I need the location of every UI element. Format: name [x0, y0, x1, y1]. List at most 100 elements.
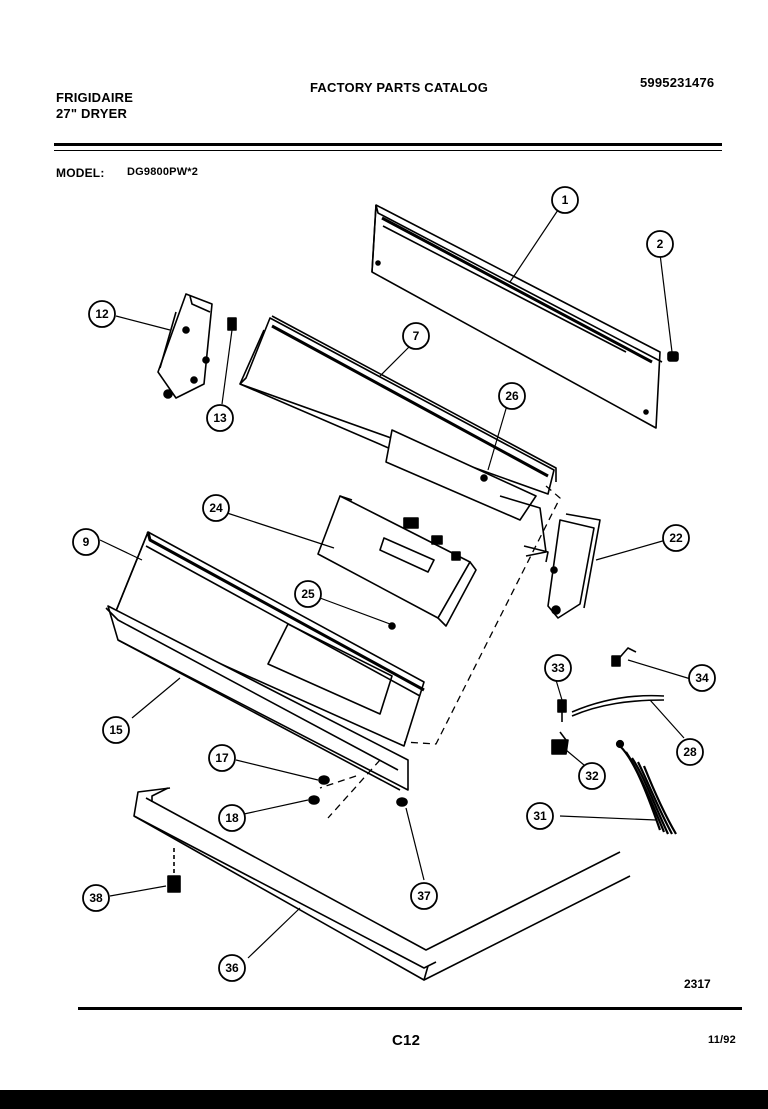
callout-label: 13 [213, 411, 227, 425]
callout-15: 15 [102, 716, 130, 744]
callout-circle [688, 664, 716, 692]
callout-25: 25 [294, 580, 322, 608]
callout-32: 32 [578, 762, 606, 790]
part-13-clip [227, 317, 237, 331]
part-36-base-frame [133, 787, 631, 981]
callout-label: 25 [301, 587, 315, 601]
model-label: MODEL: [56, 166, 105, 180]
part-18-screw [308, 795, 320, 805]
footer-rule [78, 1007, 742, 1010]
callout-circle [662, 524, 690, 552]
callout-label: 17 [215, 751, 229, 765]
callout-circle [544, 654, 572, 682]
callout-34: 34 [688, 664, 716, 692]
callout-circle [82, 884, 110, 912]
part-38-leveling-foot [167, 848, 181, 893]
part-22-right-bracket [547, 513, 601, 619]
part-9-front-panel [113, 531, 425, 747]
header-rule-thin [54, 150, 722, 151]
callout-label: 7 [413, 329, 420, 343]
callout-28: 28 [676, 738, 704, 766]
part-25-screw [388, 622, 396, 630]
callout-24: 24 [202, 494, 230, 522]
callout-circle [88, 300, 116, 328]
callout-label: 32 [585, 769, 599, 783]
callout-circle [218, 954, 246, 982]
page-code: C12 [392, 1032, 421, 1049]
callout-31: 31 [526, 802, 554, 830]
callout-label: 12 [95, 307, 109, 321]
callout-circle [526, 802, 554, 830]
part-17-screw [318, 775, 330, 785]
part-37-screw [396, 797, 408, 807]
callout-label: 28 [683, 745, 697, 759]
part-2-screw [667, 351, 679, 362]
leader-lines [99, 209, 695, 959]
callout-circle [218, 804, 246, 832]
callout-12: 12 [88, 300, 116, 328]
callout-33: 33 [544, 654, 572, 682]
callout-label: 15 [109, 723, 123, 737]
callout-label: 26 [505, 389, 519, 403]
header-rule [54, 143, 722, 146]
callout-17: 17 [208, 744, 236, 772]
callout-label: 22 [669, 531, 683, 545]
callout-circle [410, 882, 438, 910]
callout-circle [206, 404, 234, 432]
callout-circle [72, 528, 100, 556]
callout-26: 26 [498, 382, 526, 410]
callout-circle [676, 738, 704, 766]
part-32-clamp [551, 731, 569, 755]
callout-label: 1 [562, 193, 569, 207]
callout-9: 9 [72, 528, 100, 556]
catalog-number: 5995231476 [640, 75, 715, 90]
callout-label: 33 [551, 661, 565, 675]
callout-label: 9 [83, 535, 90, 549]
callout-circle [202, 494, 230, 522]
assembly-dashed-lines [319, 485, 561, 819]
part-28-wire [571, 694, 665, 717]
part-34-clip [611, 647, 637, 667]
drawing-number: 2317 [684, 977, 711, 991]
callout-2: 2 [646, 230, 674, 258]
brand-name: FRIGIDAIRE [56, 90, 134, 105]
callout-36: 36 [218, 954, 246, 982]
callout-circle [402, 322, 430, 350]
callout-label: 31 [533, 809, 547, 823]
callout-38: 38 [82, 884, 110, 912]
callout-circle [102, 716, 130, 744]
callout-label: 2 [657, 237, 664, 251]
callout-circle [208, 744, 236, 772]
callout-1: 1 [551, 186, 579, 214]
callout-label: 37 [417, 889, 431, 903]
callout-label: 34 [695, 671, 709, 685]
callout-37: 37 [410, 882, 438, 910]
callout-18: 18 [218, 804, 246, 832]
callout-13: 13 [206, 404, 234, 432]
callout-circle [294, 580, 322, 608]
callout-7: 7 [402, 322, 430, 350]
model-number: DG9800PW*2 [127, 166, 199, 178]
callout-circle [646, 230, 674, 258]
callout-circle [498, 382, 526, 410]
product-name: 27" DRYER [56, 106, 128, 121]
callout-circle [551, 186, 579, 214]
revision-date: 11/92 [708, 1034, 736, 1046]
callout-label: 24 [209, 501, 223, 515]
callout-circle [578, 762, 606, 790]
part-33-screw [557, 699, 567, 722]
part-12-left-bracket [157, 293, 213, 399]
callout-label: 36 [225, 961, 239, 975]
part-15-lower-trim [105, 605, 409, 791]
catalog-title: FACTORY PARTS CATALOG [310, 80, 489, 95]
callout-label: 18 [225, 811, 239, 825]
part-31-harness [615, 739, 677, 835]
part-24-control-board [317, 495, 477, 627]
callout-22: 22 [662, 524, 690, 552]
part-7-control-frame [239, 315, 557, 563]
callout-label: 38 [89, 891, 103, 905]
part-1-back-panel [371, 204, 663, 429]
